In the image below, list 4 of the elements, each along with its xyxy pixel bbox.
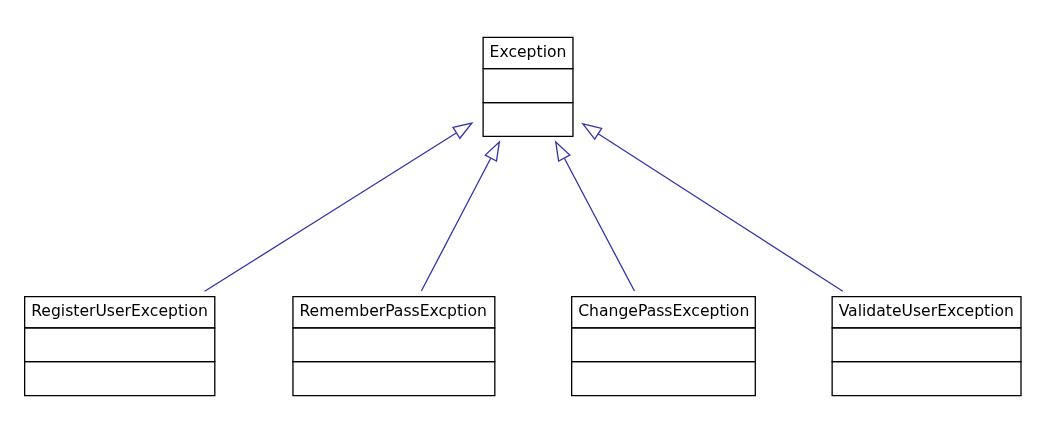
arrow <box>204 121 474 292</box>
arrow <box>581 122 844 292</box>
arrow <box>420 139 501 292</box>
arrow <box>554 139 636 292</box>
